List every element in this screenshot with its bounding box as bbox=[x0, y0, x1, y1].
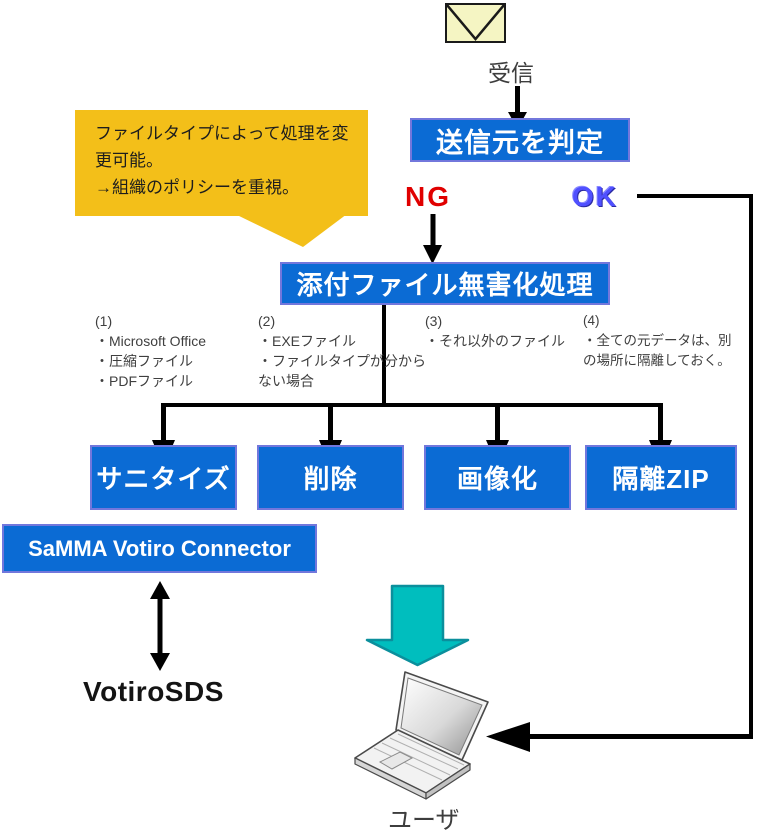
action-box-quarantine-zip: 隔離ZIP bbox=[585, 445, 737, 510]
envelope-flap-lines bbox=[447, 5, 504, 41]
samma-votiro-connector-label: SaMMA Votiro Connector bbox=[28, 535, 291, 561]
column-4-item: の場所に隔離しておく。 bbox=[583, 353, 731, 368]
action-box-sanitize-label: サニタイズ bbox=[96, 464, 231, 494]
judge-sender-label: 送信元を判定 bbox=[436, 127, 604, 158]
arrow-ng-to-process bbox=[423, 214, 442, 264]
policy-note-line-2: 更可能。 bbox=[95, 151, 163, 170]
column-1-number: (1) bbox=[95, 313, 113, 329]
mail-envelope-icon bbox=[445, 3, 506, 43]
column-1-item: ・圧縮ファイル bbox=[95, 353, 193, 369]
laptop-icon bbox=[354, 671, 489, 800]
policy-note-line-1: ファイルタイプによって処理を変 bbox=[95, 124, 349, 143]
column-4-item: ・全ての元データは、別 bbox=[583, 333, 732, 348]
ok-label: OK bbox=[572, 181, 618, 212]
column-2-item: ・ファイルタイプが分から bbox=[258, 353, 426, 369]
column-3-number: (3) bbox=[425, 313, 443, 329]
action-box-sanitize: サニタイズ bbox=[90, 445, 237, 510]
policy-note-bubble bbox=[75, 110, 368, 216]
column-2-number: (2) bbox=[258, 313, 276, 329]
column-3-item: ・それ以外のファイル bbox=[425, 333, 565, 349]
ng-label: NG bbox=[405, 181, 451, 212]
samma-votiro-connector-box: SaMMA Votiro Connector bbox=[2, 524, 317, 573]
column-1-item: ・PDFファイル bbox=[95, 373, 193, 389]
column-2-item: ない場合 bbox=[258, 373, 314, 389]
arrow-samma-votiro-bidirectional bbox=[150, 581, 170, 671]
action-box-imaging-label: 画像化 bbox=[456, 464, 538, 494]
policy-note-text: ファイルタイプによって処理を変 更可能。 →組織のポリシーを重視。 bbox=[95, 120, 365, 201]
action-box-delete: 削除 bbox=[257, 445, 404, 510]
column-note-1: (1) ・Microsoft Office ・圧縮ファイル ・PDFファイル bbox=[95, 311, 206, 391]
attachment-sanitize-process-label: 添付ファイル無害化処理 bbox=[296, 270, 594, 300]
receive-label: 受信 bbox=[488, 60, 534, 86]
column-note-4: (4) ・全ての元データは、別 の場所に隔離しておく。 bbox=[583, 311, 732, 371]
policy-note-bubble-tail bbox=[235, 214, 347, 247]
action-box-delete-label: 削除 bbox=[303, 464, 358, 494]
action-box-quarantine-zip-label: 隔離ZIP bbox=[612, 464, 710, 494]
column-4-number: (4) bbox=[583, 313, 600, 328]
judge-sender-box: 送信元を判定 bbox=[410, 118, 630, 162]
policy-note-line-3: →組織のポリシーを重視。 bbox=[95, 178, 299, 197]
big-down-arrow-icon bbox=[365, 584, 470, 667]
action-box-imaging: 画像化 bbox=[424, 445, 571, 510]
column-note-2: (2) ・EXEファイル ・ファイルタイプが分から ない場合 bbox=[258, 311, 426, 391]
votiro-sds-label: VotiroSDS bbox=[83, 676, 224, 707]
user-label: ユーザ bbox=[388, 807, 460, 834]
attachment-sanitize-process-box: 添付ファイル無害化処理 bbox=[280, 262, 610, 305]
column-1-item: ・Microsoft Office bbox=[95, 333, 206, 349]
column-2-item: ・EXEファイル bbox=[258, 333, 357, 349]
column-note-3: (3) ・それ以外のファイル bbox=[425, 311, 565, 351]
